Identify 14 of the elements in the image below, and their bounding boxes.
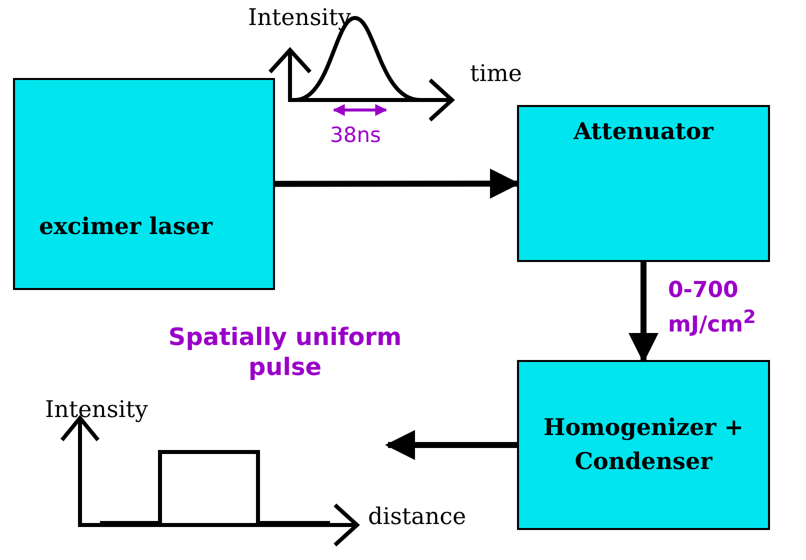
process-box [13,78,275,290]
box-label: excimer laser [39,212,213,242]
arrow [628,262,658,363]
axis-label: Intensity [248,4,351,33]
axis-label: distance [368,503,466,532]
process-box [517,105,770,262]
annotation: Spatially uniform pulse [167,322,403,382]
process-box [517,360,770,530]
pulse-width-label: 38ns [330,122,381,148]
axis-label: time [470,60,522,89]
arrow [385,430,517,460]
axis-label: Intensity [45,396,148,425]
box-label: Attenuator [574,117,714,147]
box-label: Homogenizer + Condenser [542,412,744,477]
